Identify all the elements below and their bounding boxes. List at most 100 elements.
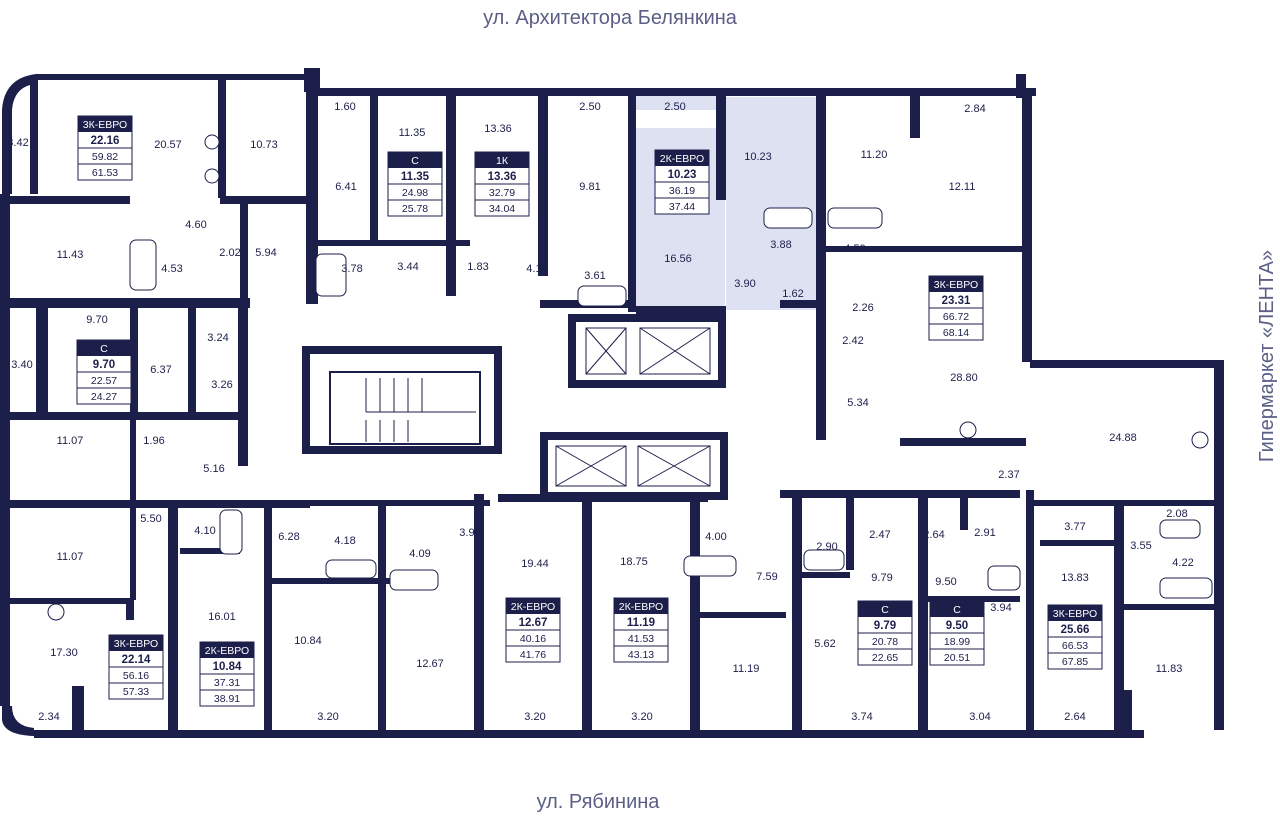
room-area-label: 11.20 bbox=[861, 149, 888, 161]
room-area-label: 12.67 bbox=[416, 658, 444, 670]
room-area-label: 1.96 bbox=[143, 435, 164, 447]
room-area-label: 3.96 bbox=[459, 527, 480, 539]
badge-type: 2К-ЕВРО bbox=[660, 153, 704, 165]
room-area-label: 2.91 bbox=[974, 527, 995, 539]
room-area-label: 3.20 bbox=[524, 711, 545, 723]
room-area-label: 3.88 bbox=[770, 239, 791, 251]
badge-living: 11.35 bbox=[401, 171, 430, 183]
badge-type: 2К-ЕВРО bbox=[511, 601, 555, 613]
badge-area1: 40.16 bbox=[520, 633, 546, 645]
badge-area1: 36.19 bbox=[669, 185, 695, 197]
badge-area1: 59.82 bbox=[92, 151, 118, 163]
room-area-label: 3.24 bbox=[207, 332, 228, 344]
room-area-label: 2.84 bbox=[964, 103, 985, 115]
room-area-label: 13.36 bbox=[484, 123, 512, 135]
room-area-label: 3.44 bbox=[397, 261, 418, 273]
badge-area1: 56.16 bbox=[123, 670, 149, 682]
badge-area2: 22.65 bbox=[872, 652, 898, 664]
room-area-label: 12.11 bbox=[949, 181, 976, 193]
room-area-label: 2.90 bbox=[816, 541, 837, 553]
room-area-label: 17.30 bbox=[50, 647, 78, 659]
badge-type: 3К-ЕВРО bbox=[83, 119, 127, 131]
badge-type: 3К-ЕВРО bbox=[114, 638, 158, 650]
room-area-label: 9.79 bbox=[871, 572, 892, 584]
room-area-label: 4.00 bbox=[705, 531, 726, 543]
stair-elevator-core bbox=[302, 314, 728, 500]
room-area-label: 4.18 bbox=[334, 535, 355, 547]
room-area-label: 1.62 bbox=[782, 288, 803, 300]
apartment-badge[interactable]: 2К-ЕВРО 12.67 40.16 41.76 bbox=[505, 597, 561, 663]
highlighted-apartment[interactable] bbox=[634, 88, 818, 310]
room-area-label: 6.41 bbox=[335, 181, 356, 193]
room-area-label: 7.59 bbox=[756, 571, 777, 583]
room-area-label: 2.47 bbox=[869, 529, 890, 541]
room-area-label: 3.20 bbox=[317, 711, 338, 723]
room-area-label: 18.75 bbox=[620, 556, 648, 568]
room-area-label: 2.50 bbox=[664, 101, 685, 113]
badge-type: 2К-ЕВРО bbox=[205, 645, 249, 657]
badge-type: 2К-ЕВРО bbox=[619, 601, 663, 613]
badge-area2: 38.91 bbox=[214, 693, 240, 705]
room-area-label: 3.77 bbox=[1064, 521, 1085, 533]
room-area-label: 3.61 bbox=[584, 270, 605, 282]
badge-living: 9.70 bbox=[93, 359, 115, 371]
badge-living: 9.79 bbox=[874, 620, 896, 632]
room-area-label: 5.16 bbox=[203, 463, 224, 475]
room-area-label: 3.20 bbox=[631, 711, 652, 723]
apartment-badges: 3К-ЕВРО22.1659.8261.53С11.3524.9825.781К… bbox=[76, 115, 1103, 707]
badge-living: 25.66 bbox=[1061, 624, 1090, 636]
badge-living: 22.16 bbox=[91, 135, 120, 147]
badge-area2: 37.44 bbox=[669, 201, 695, 213]
badge-area1: 37.31 bbox=[214, 677, 240, 689]
elevator-3 bbox=[555, 445, 627, 487]
apartment-badge[interactable]: 2К-ЕВРО 10.84 37.31 38.91 bbox=[199, 641, 255, 707]
badge-type: 3К-ЕВРО bbox=[934, 279, 978, 291]
badge-living: 23.31 bbox=[942, 295, 971, 307]
room-area-label: 9.70 bbox=[86, 314, 107, 326]
badge-living: 10.84 bbox=[213, 661, 242, 673]
room-area-label: 2.34 bbox=[38, 711, 59, 723]
badge-area2: 43.13 bbox=[628, 649, 654, 661]
room-area-label: 3.55 bbox=[1130, 540, 1151, 552]
room-area-label: 4.10 bbox=[194, 525, 215, 537]
badge-living: 12.67 bbox=[519, 617, 548, 629]
room-area-label: 11.07 bbox=[57, 435, 84, 447]
room-area-label: 4.60 bbox=[185, 219, 206, 231]
badge-area2: 41.76 bbox=[520, 649, 546, 661]
street-right: Гипермаркет «ЛЕНТА» bbox=[1256, 250, 1278, 462]
badge-area2: 61.53 bbox=[92, 167, 118, 179]
room-area-label: 9.81 bbox=[579, 181, 600, 193]
room-area-label: 10.84 bbox=[294, 635, 322, 647]
interior-walls bbox=[0, 80, 1220, 736]
room-area-label: 2.50 bbox=[579, 101, 600, 113]
room-area-label: 3.42 bbox=[7, 137, 28, 149]
room-area-label: 2.64 bbox=[1064, 711, 1085, 723]
room-area-label: 2.37 bbox=[998, 469, 1019, 481]
room-area-label: 3.94 bbox=[990, 602, 1011, 614]
badge-type: С bbox=[953, 604, 961, 616]
room-area-label: 24.88 bbox=[1109, 432, 1137, 444]
room-area-label: 2.26 bbox=[852, 302, 873, 314]
badge-area1: 41.53 bbox=[628, 633, 654, 645]
room-area-label: 6.28 bbox=[278, 531, 299, 543]
room-area-label: 13.83 bbox=[1061, 572, 1089, 584]
room-area-label: 20.57 bbox=[154, 139, 182, 151]
apartment-badge[interactable]: 3К-ЕВРО 22.16 59.82 61.53 bbox=[77, 115, 133, 181]
bathroom-fixtures bbox=[47, 134, 1213, 621]
badge-area1: 32.79 bbox=[489, 187, 515, 199]
room-area-label: 16.56 bbox=[664, 253, 692, 265]
room-area-label: 4.59 bbox=[844, 243, 865, 255]
badge-area1: 18.99 bbox=[944, 636, 970, 648]
badge-type: С bbox=[411, 155, 419, 167]
